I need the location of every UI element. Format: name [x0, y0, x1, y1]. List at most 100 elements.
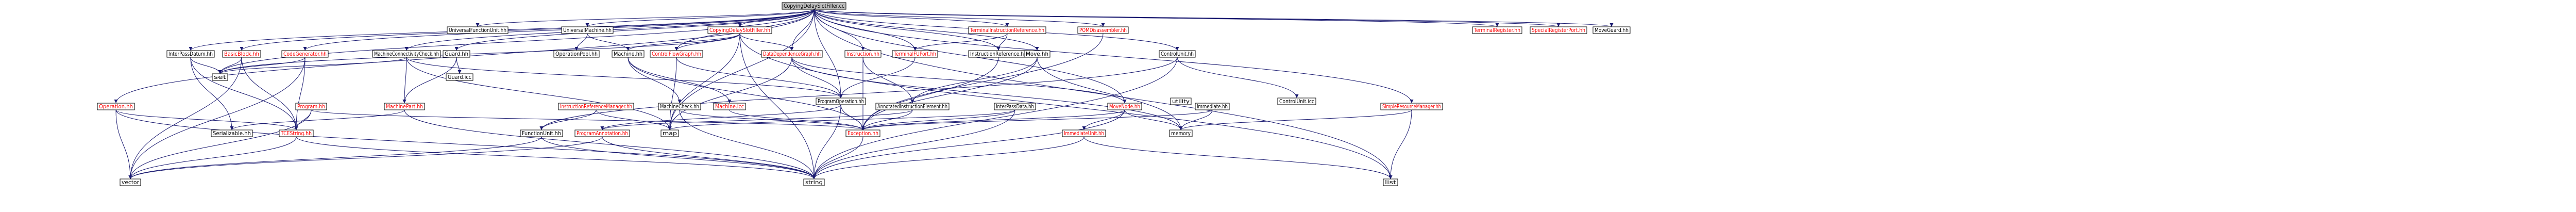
node-specialregisterport-hh[interactable]: SpecialRegisterPort.hh — [1530, 26, 1587, 34]
node-box — [968, 26, 1046, 34]
node-operation-hh[interactable]: Operation.hh — [97, 103, 135, 110]
edge-immediateunit-hh-to-string — [812, 136, 1084, 180]
node-box — [558, 103, 634, 110]
node-box — [844, 50, 882, 58]
node-box — [281, 50, 329, 58]
node-set: set — [212, 73, 228, 81]
edge-copyingdelayslotfiller-cc-to-set — [218, 9, 815, 74]
node-program-hh[interactable]: Program.hh — [295, 103, 327, 110]
edge-controlunit-hh-to-functionunit-hh — [539, 57, 1178, 131]
node-pomdisassembler-hh[interactable]: POMDisassembler.hh — [1077, 26, 1129, 34]
edge-interpassdata-hh-to-exception-hh — [861, 109, 1015, 131]
node-controlunit-icc: ControlUnit.icc — [1277, 97, 1316, 105]
edge-program-hh-to-tcestring-hh — [294, 109, 312, 131]
node-machinepart-hh[interactable]: MachinePart.hh — [384, 103, 425, 110]
edge-copyingdelayslotfiller-cc-to-terminalregister-hh — [814, 9, 1499, 27]
node-label: TerminalInstructionReference.hh — [970, 27, 1044, 34]
node-box — [612, 50, 645, 58]
edge-copyingdelayslotfiller-cc-to-basicblock-hh — [240, 9, 815, 51]
node-label: string — [805, 180, 823, 186]
node-label: Machine.icc — [715, 104, 744, 110]
node-instructionreferencemanager-hh[interactable]: InstructionReferenceManager.hh — [558, 103, 634, 110]
edge-copyingdelayslotfiller-cc-to-codegenerator-hh — [303, 9, 815, 51]
node-instruction-hh[interactable]: Instruction.hh — [844, 50, 882, 58]
node-label: UniversalMachine.hh — [563, 27, 612, 34]
node-box — [1383, 178, 1398, 186]
edge-machine-hh-to-machinecheck-hh — [628, 57, 682, 104]
edge-functionunit-hh-to-string — [541, 136, 816, 180]
edge-machineconnectivitycheck-hh-to-map — [406, 57, 672, 131]
node-box — [553, 50, 600, 58]
node-exception-hh[interactable]: Exception.hh — [845, 129, 880, 137]
node-label: InstructionReference.hh — [970, 51, 1027, 57]
node-copyingdelayslotfiller-cc[interactable]: CopyingDelaySlotFiller.cc — [782, 2, 846, 10]
node-controlflowgraph-hh[interactable]: ControlFlowGraph.hh — [650, 50, 703, 58]
edge-controlunit-hh-to-controlunit-icc — [1177, 57, 1299, 99]
node-box — [761, 50, 823, 58]
node-box — [658, 103, 701, 110]
node-box — [1107, 103, 1142, 110]
node-operationpool-hh: OperationPool.hh — [553, 50, 600, 58]
node-basicblock-hh[interactable]: BasicBlock.hh — [222, 50, 261, 58]
edge-annotatedinstructionelement-hh-to-exception-hh — [861, 109, 913, 131]
node-box — [1472, 26, 1522, 34]
node-terminalregister-hh[interactable]: TerminalRegister.hh — [1472, 26, 1522, 34]
node-programoperation-hh: ProgramOperation.hh — [816, 97, 866, 105]
node-label: CodeGenerator.hh — [283, 51, 327, 57]
node-box — [782, 2, 846, 10]
node-label: TCEString.hh — [280, 131, 312, 137]
node-box — [816, 97, 866, 105]
edge-basicblock-hh-to-vector — [128, 57, 242, 180]
edge-datadependencegraph-hh-to-programoperation-hh — [791, 57, 843, 99]
node-label: MachineConnectivityCheck.hh — [374, 51, 439, 57]
node-box — [845, 129, 880, 137]
node-label: CopyingDelaySlotFiller.cc — [784, 3, 844, 9]
node-box — [1195, 103, 1230, 110]
edge-movenode-hh-to-string — [812, 109, 1125, 180]
node-box — [707, 26, 772, 34]
node-interpassdatum-hh: InterPassDatum.hh — [166, 50, 215, 58]
node-terminalinstructionreference-hh[interactable]: TerminalInstructionReference.hh — [968, 26, 1046, 34]
node-label: map — [663, 131, 677, 137]
node-label: Operation.hh — [99, 104, 133, 110]
node-box — [803, 178, 825, 186]
edge-copyingdelayslotfiller-hh-to-controlflowgraph-hh — [674, 33, 740, 51]
edge-tcestring-hh-to-vector — [128, 136, 297, 180]
node-box — [447, 26, 509, 34]
node-programannotation-hh[interactable]: ProgramAnnotation.hh — [574, 129, 630, 137]
edge-movenode-hh-to-memory — [1124, 109, 1183, 131]
edge-basicblock-hh-to-tcestring-hh — [241, 57, 298, 131]
node-movenode-hh[interactable]: MoveNode.hh — [1107, 103, 1142, 110]
edge-interpassdatum-hh-to-tcestring-hh — [190, 57, 298, 131]
edge-programannotation-hh-to-string — [602, 136, 816, 180]
edge-instructionreferencemanager-hh-to-functionunit-hh — [539, 109, 597, 131]
node-datadependencegraph-hh[interactable]: DataDependenceGraph.hh — [761, 50, 823, 58]
edge-copyingdelayslotfiller-cc-to-list — [814, 9, 1393, 180]
edge-copyingdelayslotfiller-hh-to-datadependencegraph-hh — [739, 33, 794, 51]
edge-copyingdelayslotfiller-cc-to-pomdisassembler-hh — [814, 9, 1105, 27]
edge-copyingdelayslotfiller-cc-to-universalmachine-hh — [585, 9, 815, 27]
edge-terminalinstructionreference-hh-to-terminalfuport-hh — [913, 33, 1008, 51]
node-box — [97, 103, 135, 110]
node-memory: memory — [1169, 129, 1193, 137]
node-box — [295, 103, 327, 110]
node-immediateunit-hh[interactable]: ImmediateUnit.hh — [1062, 129, 1106, 137]
edge-interpassdatum-hh-to-serializable-hh — [190, 57, 234, 131]
node-box — [574, 129, 630, 137]
node-copyingdelayslotfiller-hh[interactable]: CopyingDelaySlotFiller.hh — [707, 26, 772, 34]
edge-program-hh-to-vector — [128, 109, 312, 180]
edge-guard-hh-to-guard-icc — [456, 57, 462, 74]
node-simpleresourcemanager-hh[interactable]: SimpleResourceManager.hh — [1380, 103, 1443, 110]
edge-datadependencegraph-hh-to-movenode-hh — [791, 57, 1127, 104]
node-label: SimpleResourceManager.hh — [1382, 104, 1441, 110]
node-box — [1530, 26, 1587, 34]
node-box — [1170, 97, 1192, 105]
node-tcestring-hh[interactable]: TCEString.hh — [279, 129, 314, 137]
node-machine-icc[interactable]: Machine.icc — [713, 103, 746, 110]
edge-tcestring-hh-to-string — [296, 136, 816, 180]
node-serializable-hh: Serializable.hh — [211, 129, 253, 137]
edge-guard-hh-to-machinepart-hh — [402, 57, 457, 104]
node-label: ControlUnit.hh — [1161, 51, 1194, 57]
node-terminalfuport-hh[interactable]: TerminalFUPort.hh — [892, 50, 938, 58]
node-codegenerator-hh[interactable]: CodeGenerator.hh — [281, 50, 329, 58]
